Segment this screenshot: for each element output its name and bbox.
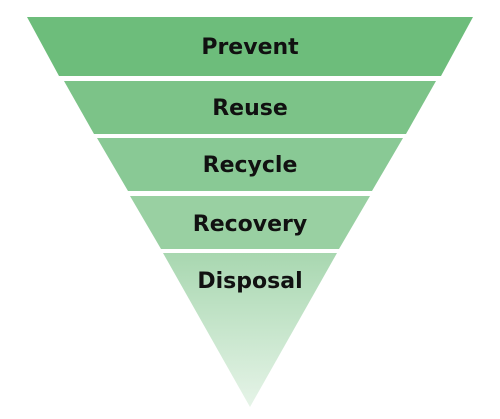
tier-recovery-band: [130, 196, 370, 249]
tier-prevent-label: Prevent: [201, 35, 299, 60]
tier-recycle-label: Recycle: [203, 153, 298, 178]
tier-reuse-band: [64, 81, 436, 134]
tier-recycle-band: [97, 138, 403, 191]
tier-disposal: Disposal: [163, 253, 337, 407]
tier-recovery-label: Recovery: [193, 212, 307, 237]
tier-recycle: Recycle: [97, 138, 403, 191]
tier-disposal-band: [163, 253, 337, 407]
tier-disposal-label: Disposal: [197, 269, 302, 294]
tier-prevent: Prevent: [27, 17, 473, 76]
tier-reuse: Reuse: [64, 81, 436, 134]
tier-recovery: Recovery: [130, 196, 370, 249]
tier-reuse-label: Reuse: [212, 96, 288, 121]
tier-prevent-band: [27, 17, 473, 76]
